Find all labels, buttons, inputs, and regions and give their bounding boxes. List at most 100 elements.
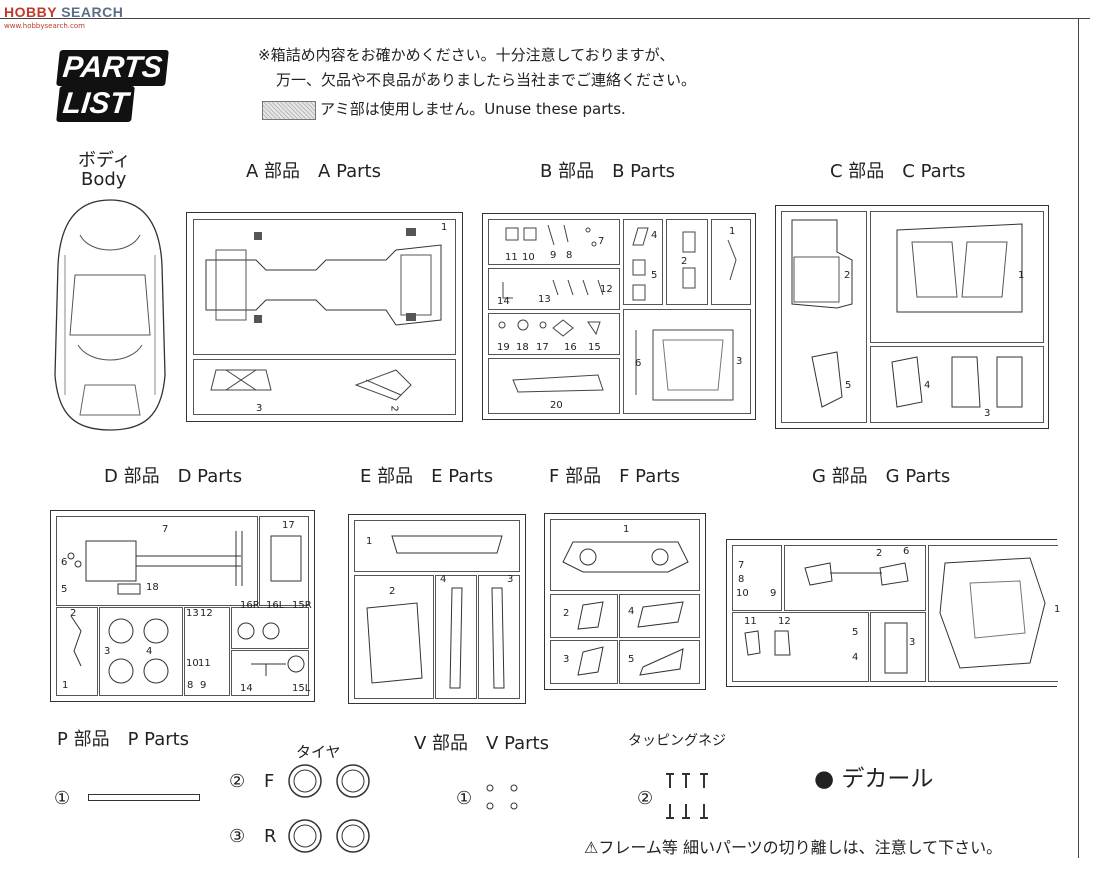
sprue-e-cell-3: [435, 575, 477, 699]
sprue-e-cell-4: [478, 575, 520, 699]
f-part-3: 3: [563, 654, 570, 665]
sprue-a-cell-2: [193, 359, 456, 415]
section-b-title: B 部品 B Parts: [540, 161, 676, 182]
tires-drawing: [288, 764, 370, 853]
b-part-12: 12: [600, 284, 613, 295]
b-part-10: 10: [522, 252, 535, 263]
mesh-swatch: [262, 101, 316, 120]
v-parts-drawing: [486, 784, 518, 810]
sprue-b-cell-1: [488, 219, 620, 265]
sprue-b-cell-8: [623, 309, 751, 414]
b-part-14: 14: [497, 296, 510, 307]
e-part-3: 3: [507, 574, 514, 585]
section-p-title: P 部品 P Parts: [57, 729, 190, 750]
f-part-5: 5: [628, 654, 635, 665]
section-d-title: D 部品 D Parts: [104, 466, 243, 487]
sprue-d-cell-3: [56, 607, 98, 696]
rear-tire-label: R: [264, 826, 277, 847]
b-part-13: 13: [538, 294, 551, 305]
g-part-1: 1: [1054, 604, 1061, 615]
d-part-16r: 16R: [240, 600, 260, 611]
sprue-c-cell-3: [870, 346, 1044, 423]
g-part-12: 12: [778, 616, 791, 627]
b-parts-drawing: [498, 224, 737, 401]
sprue-f-cell-5: [619, 640, 700, 684]
decal-label: ● デカール: [814, 766, 934, 792]
sprue-g-cell-2: [784, 545, 926, 611]
sprue-e: [348, 514, 526, 704]
frame-right-line: [1078, 18, 1079, 858]
d-part-15r: 15R: [292, 600, 312, 611]
sprue-f: [544, 513, 706, 690]
sprue-g-cell-4: [870, 612, 926, 682]
g-part-3: 3: [909, 637, 916, 648]
d-part-17: 17: [282, 520, 295, 531]
c-part-1: 1: [1018, 270, 1025, 281]
f-parts-drawing: [562, 541, 689, 676]
d-part-15l: 15L: [292, 683, 311, 694]
b-part-19: 19: [497, 342, 510, 353]
sprue-b-cell-3: [666, 219, 708, 305]
d-part-4: 4: [146, 646, 153, 657]
e-part-4: 4: [440, 574, 447, 585]
screws-number: ②: [637, 788, 654, 809]
b-part-5: 5: [651, 270, 658, 281]
g-part-6: 6: [903, 546, 910, 557]
d-part-7: 7: [162, 524, 169, 535]
b-part-1: 1: [729, 226, 736, 237]
b-part-9: 9: [550, 250, 557, 261]
b-part-18: 18: [516, 342, 529, 353]
parts-list-title: PARTSLIST: [56, 50, 240, 122]
a-part-3: 3: [256, 403, 263, 414]
f-part-4: 4: [628, 606, 635, 617]
b-part-20: 20: [550, 400, 563, 411]
g-part-5: 5: [852, 627, 859, 638]
e-part-1: 1: [366, 536, 373, 547]
g-part-9: 9: [770, 588, 777, 599]
front-tire-label: F: [264, 771, 275, 792]
d-part-16l: 16L: [266, 600, 285, 611]
section-v-title: V 部品 V Parts: [414, 733, 549, 754]
a-part-1: 1: [441, 222, 448, 233]
notice-line-2: 万一、欠品や不良品がありましたら当社までご連絡ください。: [276, 71, 697, 89]
sprue-e-cell-1: [354, 520, 520, 572]
c-parts-drawing: [791, 219, 1023, 408]
car-body-drawing: [54, 199, 166, 431]
b-part-4: 4: [651, 230, 658, 241]
g-parts-drawing: [744, 557, 1046, 674]
section-e-title: E 部品 E Parts: [360, 466, 494, 487]
sprue-d-cell-4: [99, 607, 183, 696]
c-part-3: 3: [984, 408, 991, 419]
sprue-e-cell-2: [354, 575, 434, 699]
e-parts-drawing: [366, 535, 505, 689]
p-part-1-rod: [88, 794, 200, 801]
title-word-list: LIST: [56, 86, 135, 122]
section-f-title: F 部品 F Parts: [549, 466, 681, 487]
sprue-b-cell-6: [488, 313, 620, 355]
d-part-3: 3: [104, 646, 111, 657]
a-parts-drawing: [205, 228, 442, 401]
section-c-title: C 部品 C Parts: [830, 161, 966, 182]
sprue-a: [186, 212, 463, 422]
watermark-logo: HOBBY SEARCH: [4, 4, 123, 20]
d-part-12: 12: [200, 608, 213, 619]
notice-line-1: ※箱詰め内容をお確かめください。十分注意しておりますが、: [258, 46, 675, 64]
g-part-10: 10: [736, 588, 749, 599]
sprue-d-cell-1: [56, 516, 258, 606]
b-part-11: 11: [505, 252, 518, 263]
p-part-1-number: ①: [54, 788, 71, 809]
e-part-2: 2: [389, 586, 396, 597]
g-part-7: 7: [738, 560, 745, 571]
watermark-brand-a: HOBBY: [4, 4, 57, 20]
sprue-c-cell-1: [781, 211, 867, 423]
sprue-d-cell-7: [231, 650, 309, 696]
sprue-f-cell-2: [550, 594, 618, 638]
tire-label: タイヤ: [296, 743, 341, 761]
c-part-5: 5: [845, 380, 852, 391]
d-part-11: 11: [198, 658, 211, 669]
g-part-11: 11: [744, 616, 757, 627]
g-part-8: 8: [738, 574, 745, 585]
sprue-g-cell-1: [732, 545, 782, 611]
watermark-url: www.hobbysearch.com: [4, 22, 85, 30]
section-g-title: G 部品 G Parts: [812, 466, 951, 487]
